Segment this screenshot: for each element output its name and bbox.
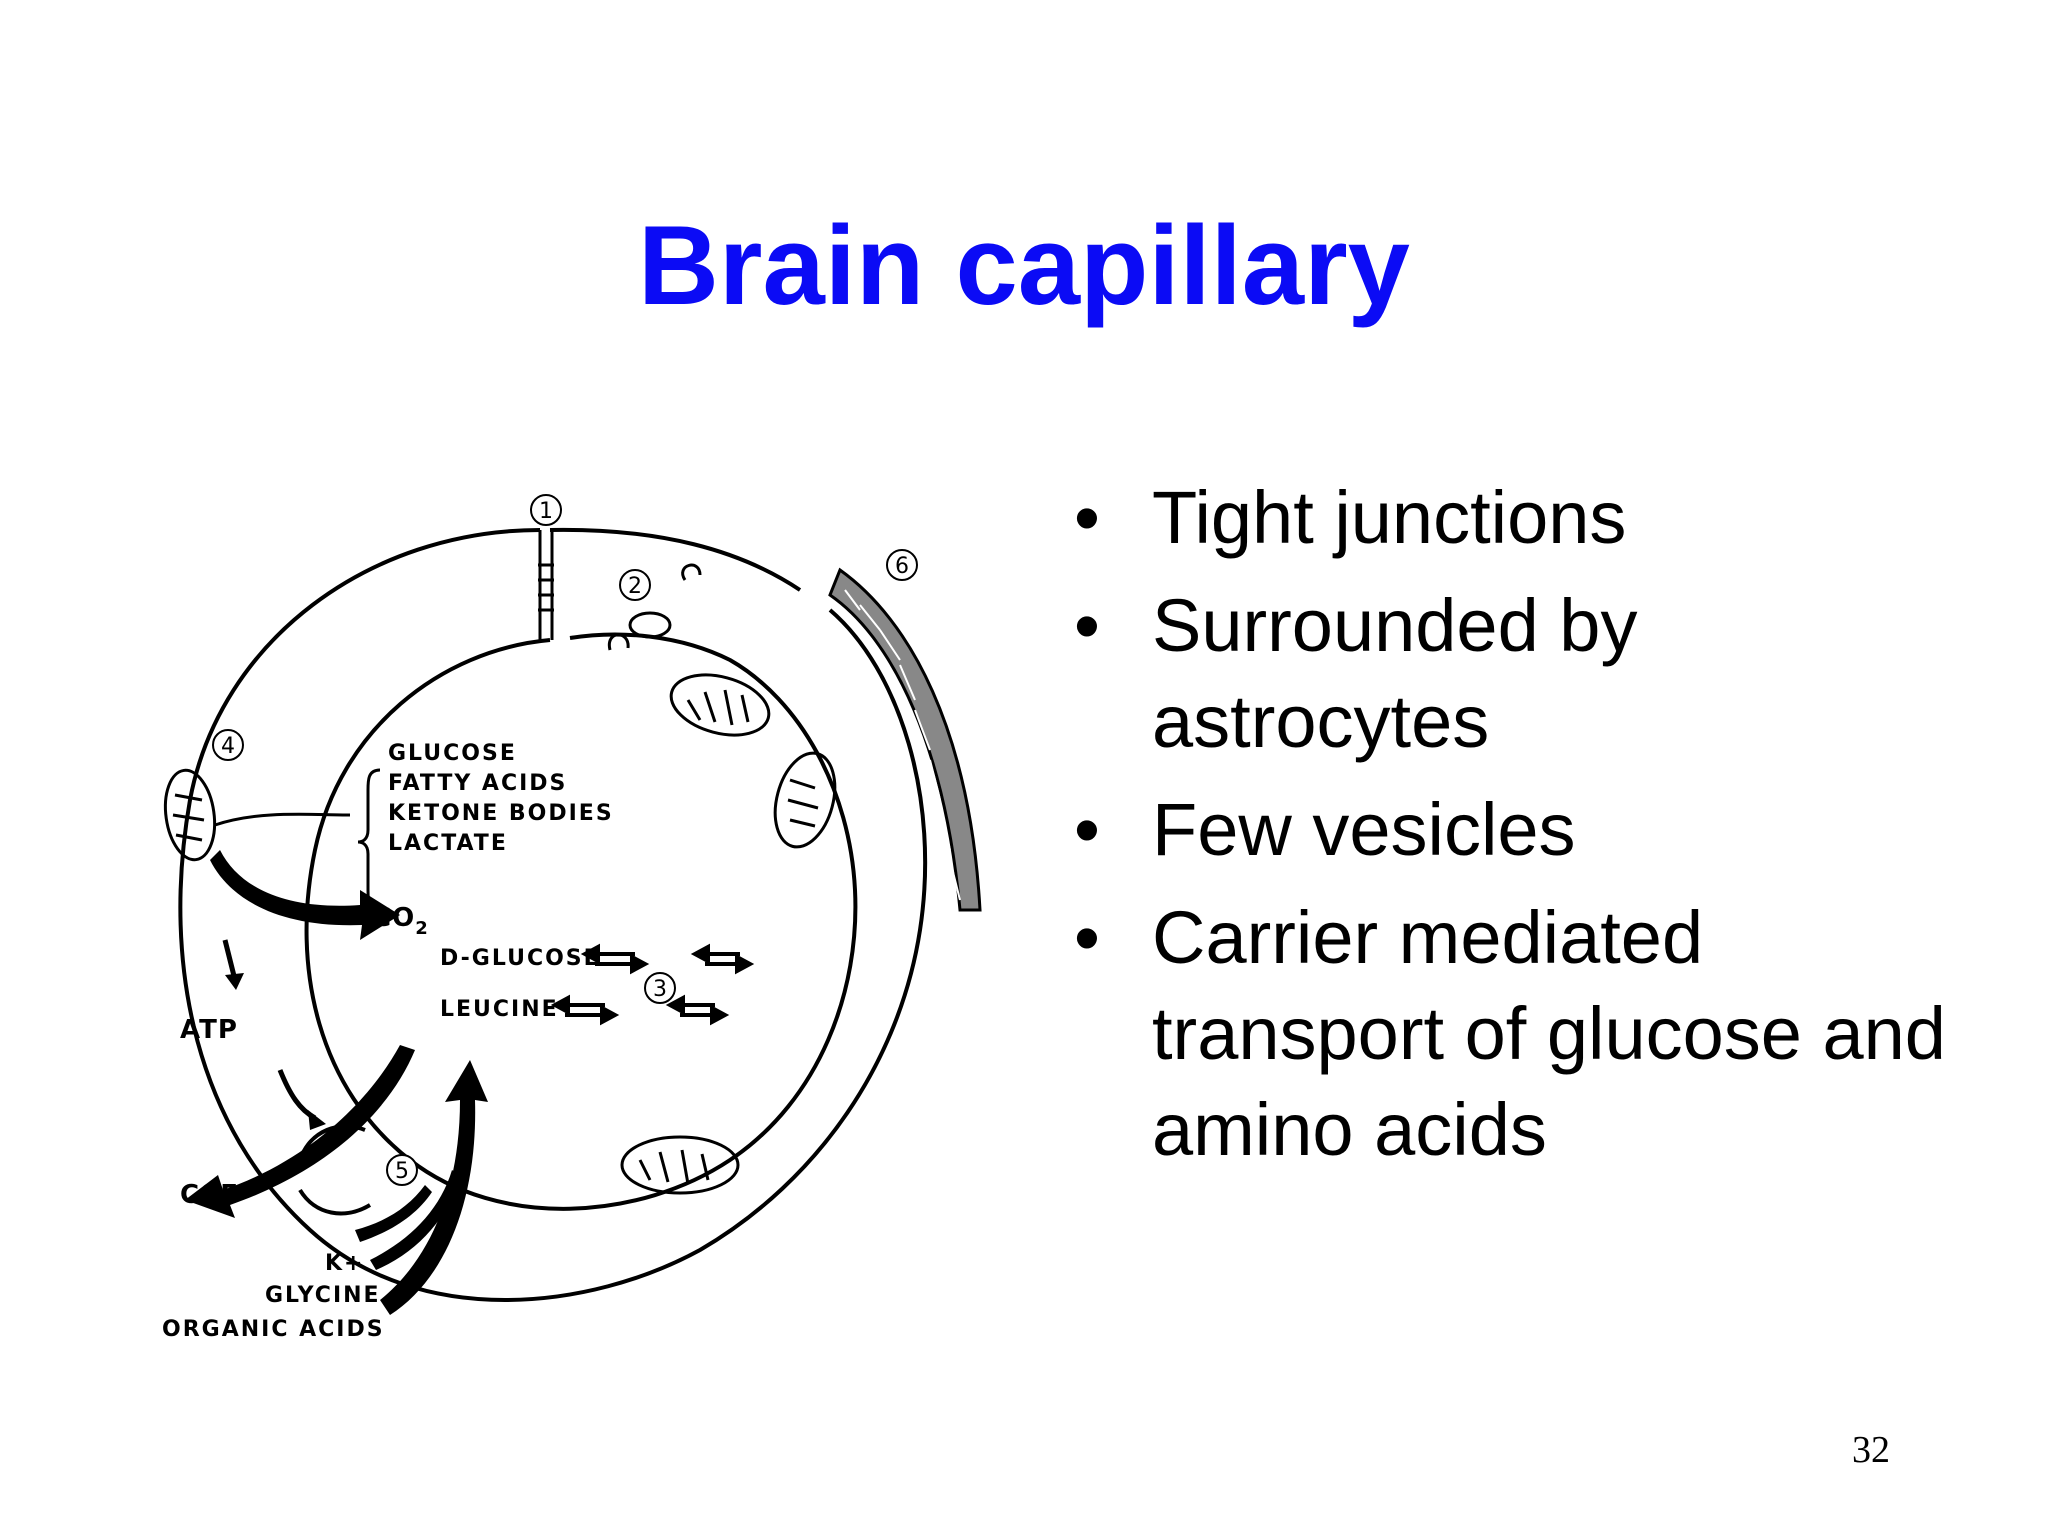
bullet-text: Carrier mediated transport of glucose an… (1152, 896, 1946, 1171)
bullet-list: • Tight junctions • Surrounded by astrocyt… (1060, 470, 1960, 1190)
d-glucose-label: D-GLUCOSE (440, 946, 601, 971)
bullet-text: Tight junctions (1152, 476, 1627, 559)
astrocyte-band (828, 567, 982, 912)
bullet-item: • Surrounded by astrocytes (1060, 578, 1960, 770)
atp-arrow-2 (277, 1069, 317, 1121)
csf-arrow (185, 1045, 415, 1218)
mitochondria (163, 673, 837, 1195)
page-number: 32 (1852, 1429, 1890, 1471)
slide-title: Brain capillary (638, 203, 1410, 328)
marker-5: 5 (386, 1154, 418, 1186)
capillary-diagram: 1 2 3 4 5 6 GLUCOSE FATTY ACIDS KETONE B… (162, 494, 982, 1342)
svg-text:2: 2 (628, 574, 642, 599)
atp-label: ATP (180, 1015, 238, 1045)
vesicle-shape (628, 611, 672, 639)
csf-label: CSF (180, 1180, 239, 1210)
atp-arrow-1 (222, 939, 238, 981)
substrate-lactate: LACTATE (388, 831, 508, 856)
marker-2: 2 (619, 569, 651, 601)
bullet-item: • Tight junctions (1060, 470, 1960, 566)
substrate-glucose: GLUCOSE (388, 741, 517, 766)
atp-arrow-1-head (225, 973, 244, 990)
co2-label: CO2 (372, 903, 429, 939)
bullet-symbol: • (1074, 896, 1100, 979)
k-plus-label: K+ (325, 1251, 364, 1276)
substrate-brace (357, 768, 381, 912)
uptake-arrows (355, 1060, 488, 1315)
bullet-item: • Few vesicles (1060, 782, 1960, 878)
svg-text:1: 1 (539, 499, 553, 524)
leucine-label: LEUCINE (440, 997, 559, 1022)
bullet-symbol: • (1074, 584, 1100, 667)
svg-text:6: 6 (895, 554, 909, 579)
bullet-symbol: • (1074, 788, 1100, 871)
svg-text:4: 4 (221, 734, 235, 759)
svg-text:5: 5 (395, 1159, 409, 1184)
organic-acids-label: ORGANIC ACIDS (162, 1317, 385, 1342)
bullet-item: • Carrier mediated transport of glucose a… (1060, 890, 1960, 1178)
endothelial-cell (178, 527, 928, 1302)
brace-connector (214, 812, 351, 827)
bullet-symbol: • (1074, 476, 1100, 559)
bullet-text: Surrounded by astrocytes (1152, 584, 1638, 763)
substrate-ketone-bodies: KETONE BODIES (388, 801, 614, 826)
atp-arrow-2-head (308, 1110, 326, 1130)
glycine-label: GLYCINE (265, 1283, 381, 1308)
marker-1: 1 (530, 494, 562, 526)
transport-arrows (550, 943, 755, 1026)
marker-4: 4 (212, 729, 244, 761)
marker-3: 3 (644, 972, 676, 1004)
co2-arrow (210, 850, 400, 940)
marker-6: 6 (886, 549, 918, 581)
marker-5-arrows (298, 1124, 372, 1216)
bullet-text: Few vesicles (1152, 788, 1576, 871)
svg-text:3: 3 (653, 977, 667, 1002)
substrate-fatty-acids: FATTY ACIDS (388, 771, 567, 796)
